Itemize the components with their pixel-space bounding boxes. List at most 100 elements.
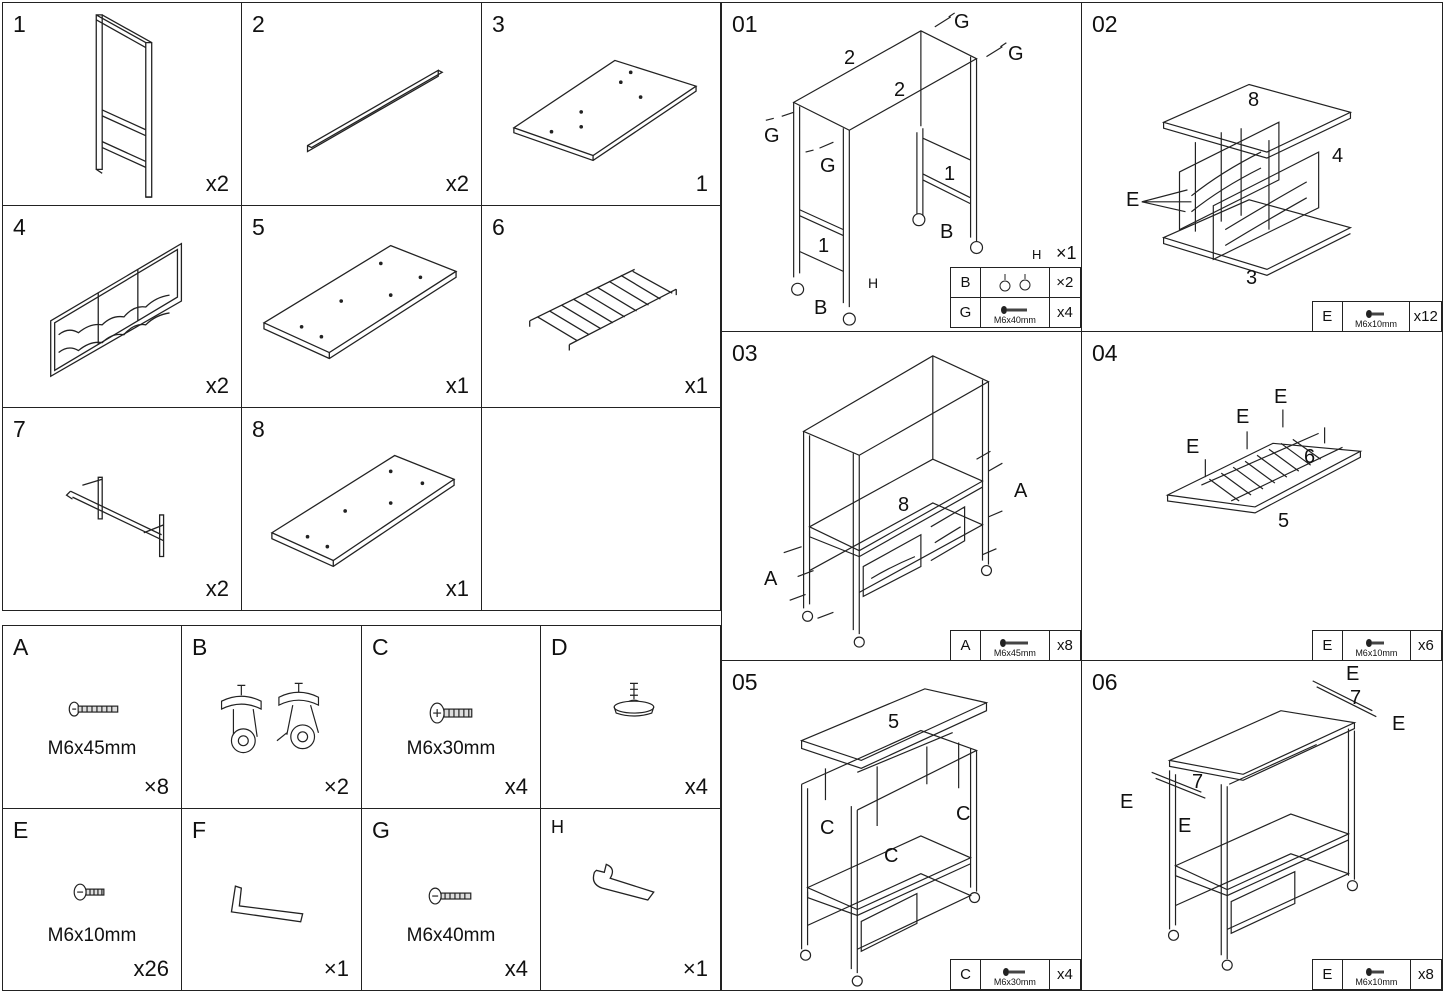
hardware-size: M6x45mm <box>47 738 137 759</box>
label-part-1: 1 <box>818 235 830 257</box>
hardware-cell-c: C M6x30mm x4 <box>361 625 541 809</box>
label-e: E <box>1346 663 1360 685</box>
legend-qty: x12 <box>1409 301 1442 331</box>
part-number: 3 <box>492 11 505 37</box>
part-number: 5 <box>252 214 265 240</box>
bolt-40-icon <box>428 887 472 905</box>
legend-size: M6x10mm <box>1341 959 1411 990</box>
step-number: 03 <box>732 340 758 366</box>
legend-g-qty: x4 <box>1048 297 1081 328</box>
part-number: 2 <box>252 11 265 37</box>
label-part-5: 5 <box>888 711 900 733</box>
legend-g-key: G <box>949 297 982 328</box>
side-frame-icon <box>95 14 153 198</box>
label-part-7: 7 <box>1192 771 1204 793</box>
part-cell-6: 6 x1 <box>481 205 721 408</box>
bottom-shelf-icon <box>512 59 698 162</box>
label-part-8: 8 <box>1248 89 1260 111</box>
part-qty: x1 <box>445 373 469 398</box>
medium-bolt-icon <box>429 702 473 724</box>
part-cell-1: 1 x2 <box>2 2 242 206</box>
legend-qty: x8 <box>1409 959 1442 990</box>
step-03: 03 8 A A A M6x45mm x8 <box>721 331 1082 661</box>
hardware-qty: ×2 <box>323 774 349 799</box>
part-number: 6 <box>492 214 505 240</box>
hardware-qty: x4 <box>684 774 708 799</box>
hardware-qty: x4 <box>504 956 528 981</box>
part-cell-4: 4 x2 <box>2 205 242 408</box>
part-cell-7: 7 x2 <box>2 407 242 611</box>
label-e: E <box>1236 406 1250 428</box>
label-g: G <box>764 125 780 147</box>
legend-b-key: B <box>949 267 982 298</box>
hardware-cell-g: G M6x40mm x4 <box>361 808 541 991</box>
hardware-cell-b: B ×2 <box>181 625 362 809</box>
part-number: 4 <box>13 214 26 240</box>
part-qty: 1 <box>695 171 708 196</box>
label-e: E <box>1126 189 1140 211</box>
step-04: 04 E E E 6 5 E M6x10mm x6 <box>1081 331 1443 661</box>
step-06: 06 E E E E 7 7 E M6x10mm x8 <box>1081 660 1443 991</box>
label-e: E <box>1392 713 1406 735</box>
towel-bar-assembly-icon <box>1151 680 1377 971</box>
step-number: 05 <box>732 669 758 695</box>
hardware-id: E <box>13 817 29 843</box>
legend-qty: x6 <box>1409 630 1442 660</box>
step-number: 04 <box>1092 340 1118 366</box>
short-bolt-icon <box>1365 310 1384 318</box>
hardware-qty: ×1 <box>682 956 708 981</box>
part-number: 8 <box>252 416 265 442</box>
legend-size: M6x45mm <box>980 630 1050 660</box>
long-bolt-icon <box>999 639 1028 647</box>
legend-key: E <box>1312 959 1343 990</box>
part-qty: x1 <box>445 576 469 601</box>
hardware-id: F <box>192 817 207 843</box>
part-number: 1 <box>13 11 26 37</box>
hardware-id: C <box>372 634 389 660</box>
hardware-id: H <box>551 817 564 837</box>
long-bolt-icon <box>68 701 119 717</box>
hardware-cell-h: H ×1 <box>540 808 721 991</box>
leveling-foot-icon <box>613 682 655 717</box>
hardware-id: G <box>372 817 390 843</box>
allen-key-icon <box>230 885 304 923</box>
label-part-2: 2 <box>894 79 906 101</box>
glass-rack-board-icon <box>1165 409 1363 514</box>
label-e: E <box>1274 386 1288 408</box>
label-a: A <box>1014 480 1028 502</box>
label-b: B <box>814 297 828 319</box>
label-e: E <box>1120 791 1134 813</box>
legend-size: M6x10mm <box>1341 301 1411 331</box>
step-number: 02 <box>1092 11 1118 37</box>
legend-key: E <box>1312 301 1343 331</box>
label-c: C <box>884 845 899 867</box>
medium-bolt-icon <box>1002 968 1025 976</box>
step-02-parts-table: E M6x10mm x12 <box>1312 301 1442 331</box>
wine-rack-assembly-icon <box>1141 83 1353 276</box>
label-part-6: 6 <box>1304 446 1316 468</box>
legend-b-thumb <box>980 267 1050 298</box>
part-cell-empty <box>481 407 721 611</box>
top-board-icon <box>262 244 458 360</box>
legend-g-size: M6x40mm <box>980 297 1050 328</box>
legend-key: A <box>949 630 982 660</box>
caster-wheel-icon <box>999 274 1031 292</box>
label-b: B <box>940 221 954 243</box>
hardware-cell-d: D x4 <box>540 625 721 809</box>
bolt-40-icon <box>1000 306 1027 314</box>
label-part-1: 1 <box>944 163 956 185</box>
hardware-cell-f: F ×1 <box>181 808 362 991</box>
label-h: H <box>868 275 879 291</box>
step-02: 02 8 4 E 3 E M6x10mm x12 <box>1081 2 1443 332</box>
hardware-id: D <box>551 634 568 660</box>
label-g: G <box>954 11 970 33</box>
label-c: C <box>956 803 971 825</box>
legend-qty: x4 <box>1048 959 1081 990</box>
hardware-qty: x26 <box>133 956 169 981</box>
part-cell-8: 8 x1 <box>241 407 482 611</box>
shelf-bolt-assembly-icon <box>783 355 1003 648</box>
hardware-id: A <box>13 634 29 660</box>
hardware-cell-e: E M6x10mm x26 <box>2 808 182 991</box>
label-a: A <box>764 568 778 590</box>
part-number: 7 <box>13 416 26 442</box>
